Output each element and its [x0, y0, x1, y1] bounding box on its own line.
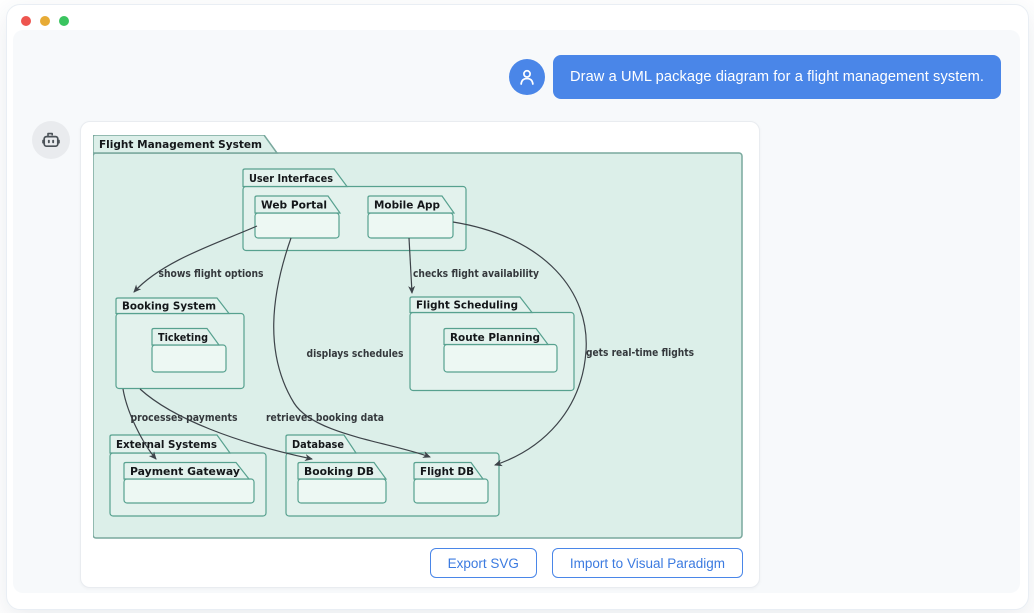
- package-label: Booking DB: [304, 465, 374, 478]
- package-booking-db: Booking DB: [297, 461, 388, 504]
- package-body: [443, 343, 558, 373]
- package-tab: [297, 461, 388, 480]
- close-button[interactable]: [21, 16, 31, 26]
- edge-processes-payments: [122, 388, 157, 460]
- diagram-card: Flight Management System User Interfaces…: [80, 121, 760, 588]
- edge-label: checks flight availability: [413, 268, 539, 280]
- edge-label: retrieves booking data: [266, 412, 384, 424]
- package-body: [297, 478, 387, 504]
- window-controls: [21, 16, 69, 26]
- package-tab: [254, 195, 342, 214]
- minimize-button[interactable]: [40, 16, 50, 26]
- package-body: [413, 478, 489, 504]
- package-tab: [242, 168, 349, 188]
- import-to-visual-paradigm-button[interactable]: Import to Visual Paradigm: [551, 548, 743, 578]
- user-avatar: [509, 59, 545, 95]
- package-label: User Interfaces: [249, 172, 333, 185]
- package-label: Booking System: [122, 300, 216, 313]
- package-body: [123, 478, 255, 504]
- package-body: [367, 212, 454, 239]
- package-label: Flight DB: [420, 465, 474, 478]
- package-flight-db: Flight DB: [413, 461, 489, 504]
- package-route-planning: Route Planning: [443, 327, 558, 373]
- edge-label: displays schedules: [307, 348, 404, 360]
- package-label: Flight Management System: [99, 138, 262, 151]
- assistant-avatar: [32, 121, 70, 159]
- package-tab: [109, 434, 232, 454]
- package-label: Web Portal: [261, 199, 327, 212]
- package-tab: [285, 434, 358, 454]
- package-tab: [443, 327, 550, 346]
- edge-gets-real-time-flights: [452, 221, 587, 467]
- diagram-actions: Export SVG Import to Visual Paradigm: [429, 548, 743, 578]
- package-tab: [93, 135, 279, 154]
- package-ticketing: Ticketing: [151, 327, 227, 373]
- package-label: Route Planning: [450, 331, 540, 344]
- edge-shows-flight-options: [133, 225, 258, 293]
- package-label: Mobile App: [374, 199, 440, 212]
- maximize-button[interactable]: [59, 16, 69, 26]
- package-web-portal: Web Portal: [254, 195, 342, 239]
- uml-package-diagram: Flight Management System User Interfaces…: [93, 135, 743, 539]
- package-tab: [367, 195, 456, 214]
- package-payment-gateway: Payment Gateway: [123, 461, 255, 504]
- edge-label: processes payments: [131, 412, 238, 424]
- package-label: Flight Scheduling: [416, 299, 518, 312]
- package-tab: [409, 296, 534, 314]
- user-message-text: Draw a UML package diagram for a flight …: [569, 69, 985, 85]
- user-message-bubble: Draw a UML package diagram for a flight …: [553, 55, 1001, 99]
- package-label: Ticketing: [158, 331, 208, 344]
- package-tab: [151, 327, 221, 346]
- package-tab: [123, 461, 251, 480]
- package-label: Database: [292, 438, 344, 451]
- person-icon: [520, 69, 534, 85]
- edge-label: shows flight options: [159, 268, 264, 280]
- package-mobile-app: Mobile App: [367, 195, 456, 239]
- export-svg-button[interactable]: Export SVG: [429, 548, 537, 578]
- edge-label: gets real-time flights: [586, 347, 694, 359]
- package-tab: [115, 297, 231, 315]
- package-tab: [413, 461, 485, 480]
- package-label: Payment Gateway: [130, 465, 240, 478]
- edge-displays-schedules: [273, 237, 431, 458]
- edge-checks-flight-availability: [408, 237, 416, 294]
- package-body: [151, 344, 227, 373]
- package-label: External Systems: [116, 438, 217, 451]
- robot-icon: [42, 132, 60, 148]
- package-body: [254, 212, 340, 239]
- edge-retrieves-booking-data: [139, 388, 313, 461]
